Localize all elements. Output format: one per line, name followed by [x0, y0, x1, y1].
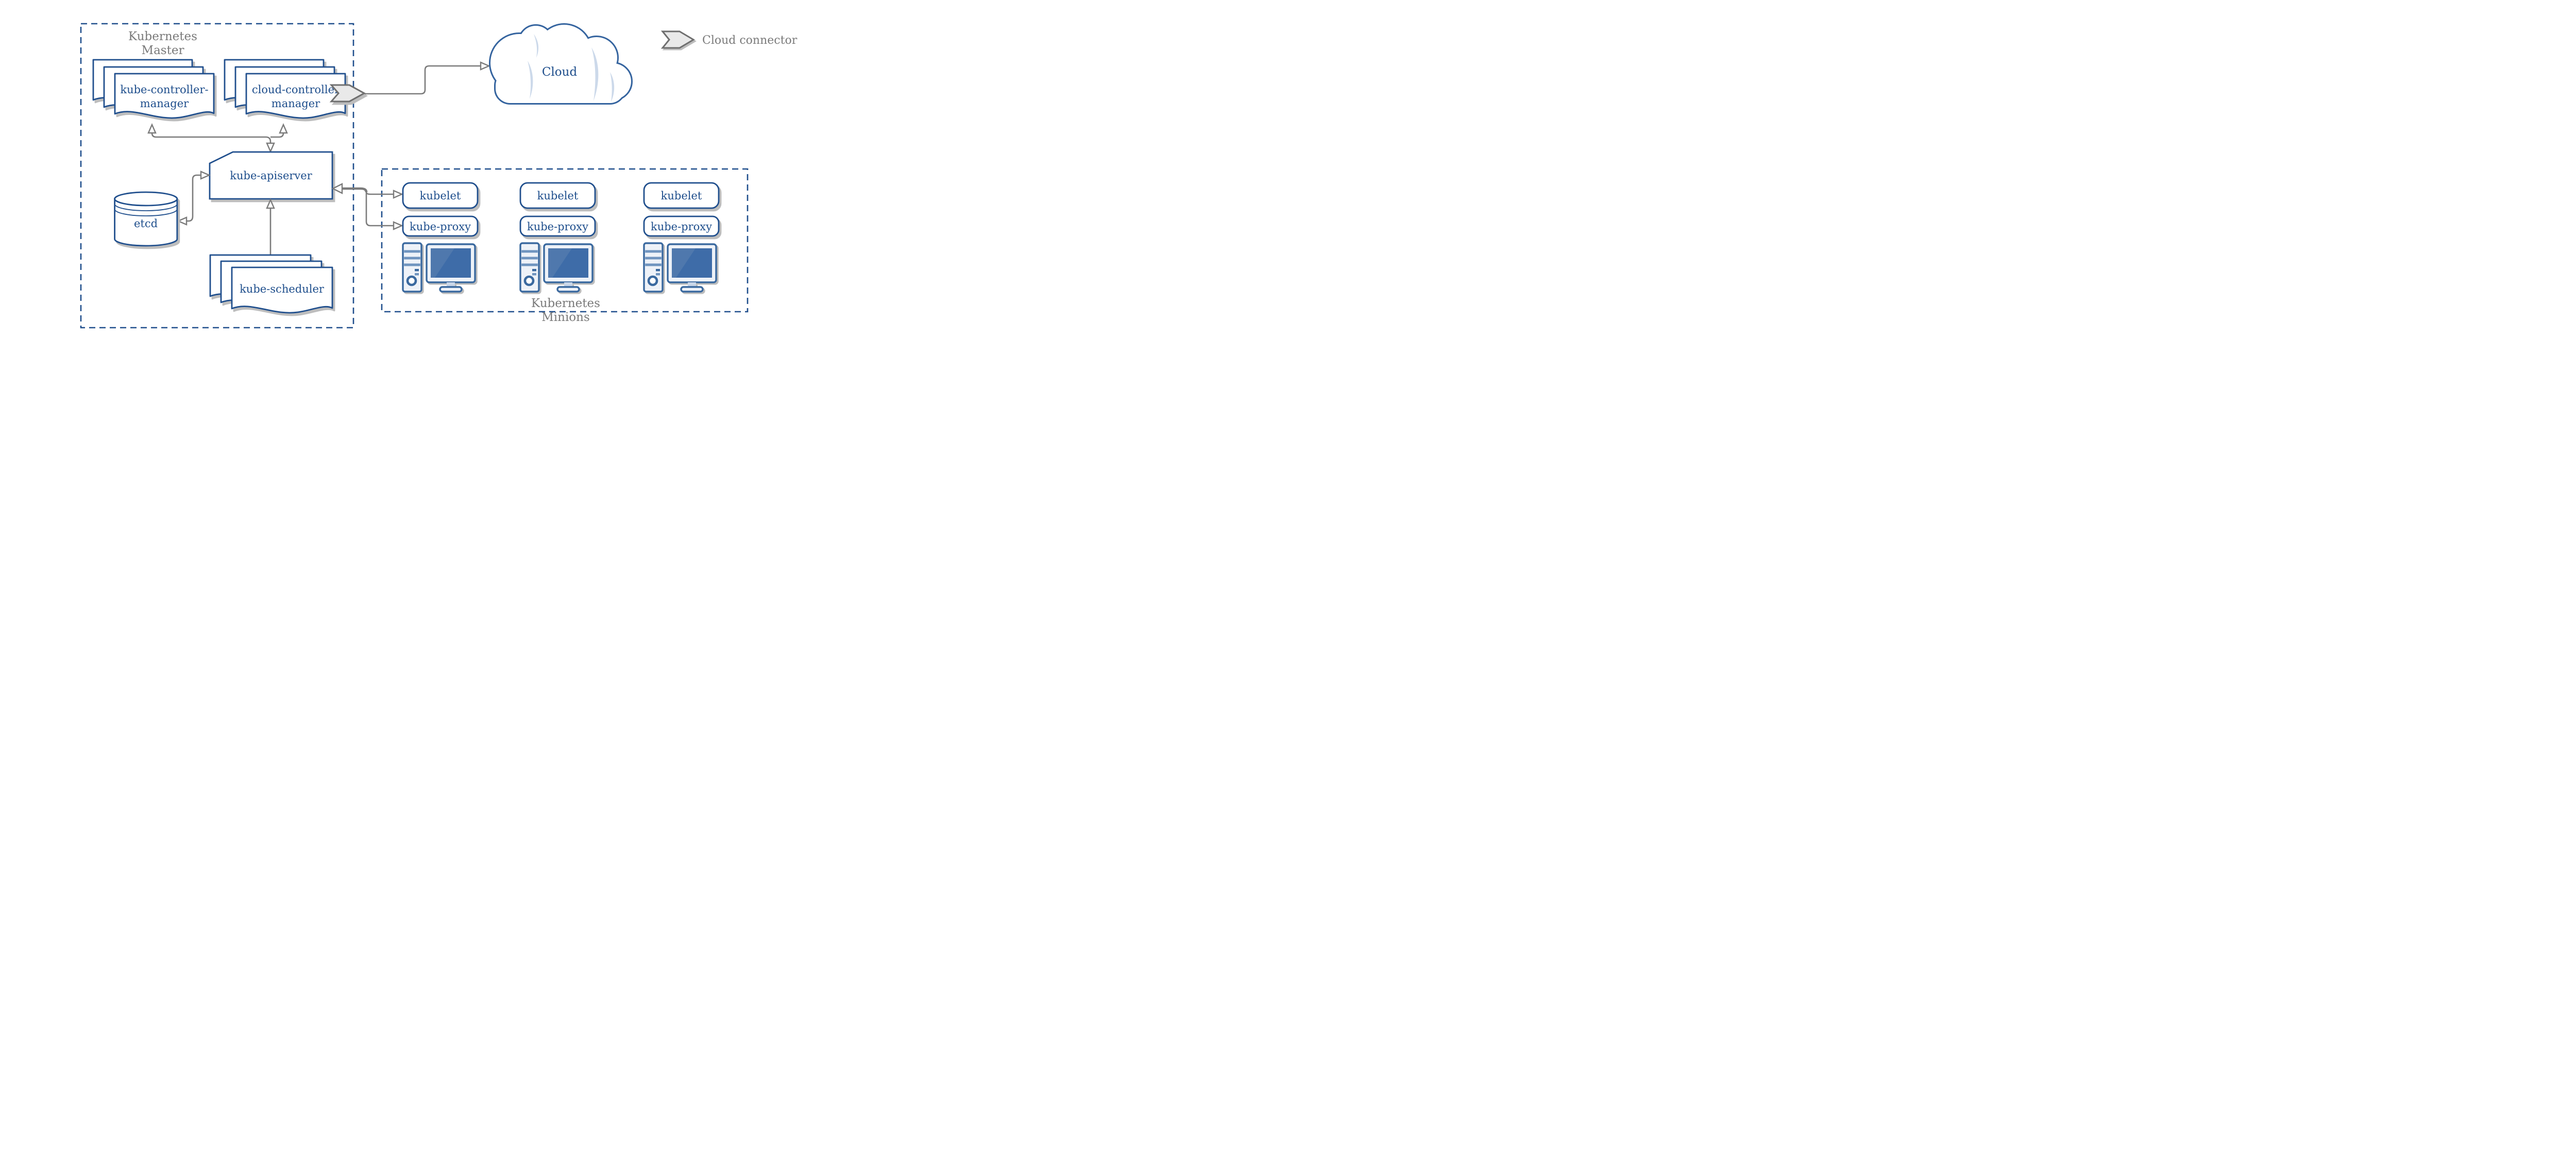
arrow-to-cloud — [365, 61, 490, 95]
kube-scheduler-label: kube-scheduler — [240, 283, 325, 295]
kube-scheduler-node: kube-scheduler — [209, 254, 333, 314]
arrow-controllers-apiserver — [147, 123, 288, 153]
arrow-to-kubelet — [365, 192, 394, 195]
arrowhead-right-kubelet — [393, 190, 403, 199]
cloud-shape: Cloud — [489, 23, 633, 105]
minions-label-line2: Minions — [541, 311, 590, 324]
kube-controller-manager-node: kube-controller- manager — [92, 59, 215, 119]
cloud-crescent-icon — [610, 72, 615, 102]
minion-node-1: kubelet kube-proxy — [402, 182, 479, 292]
minions-label-line1: Kubernetes — [531, 297, 600, 310]
kube-apiserver-label: kube-apiserver — [230, 169, 312, 182]
cloud-controller-manager-label-line1: cloud-controller — [252, 83, 340, 96]
cloud-connector-legend-icon — [660, 30, 695, 49]
cloud-controller-manager-node: cloud-controller manager — [224, 59, 346, 119]
minion-2-kubelet — [519, 182, 596, 209]
kubernetes-master-label: Kubernetes Master — [128, 30, 197, 57]
arrowhead-up-kube-controller — [147, 123, 157, 134]
arrow-to-kube-proxy — [365, 192, 394, 227]
minion-2-kube-proxy-label: kube-proxy — [527, 221, 588, 233]
minion-3-kubelet-label: kubelet — [661, 190, 702, 202]
minion-1-kubelet-label: kubelet — [420, 190, 461, 202]
arrowhead-left-etcd — [177, 216, 188, 226]
minion-node-3: kubelet kube-proxy — [643, 182, 720, 292]
kubernetes-architecture-diagram: Kubernetes Master kube-controller- manag… — [0, 0, 800, 346]
arrowhead-right-kube-proxy — [393, 221, 403, 230]
minion-1-computer-icon — [403, 243, 475, 292]
kubernetes-minions-label: Kubernetes Minions — [531, 297, 600, 324]
minion-2-computer-icon — [520, 243, 592, 292]
minion-1-kubelet — [402, 182, 479, 209]
minion-2-kube-proxy — [519, 215, 596, 237]
cloud-connector-legend: Cloud connector — [660, 30, 798, 49]
master-label-line2: Master — [142, 44, 184, 57]
minion-3-kubelet — [643, 182, 720, 209]
arrowhead-down-apiserver — [266, 142, 275, 153]
kube-controller-manager-label-line2: manager — [140, 97, 189, 110]
minion-1-kube-proxy-label: kube-proxy — [410, 221, 471, 233]
etcd-label: etcd — [134, 217, 158, 230]
cloud-crescent-icon — [534, 34, 539, 58]
arrowhead-up-apiserver — [266, 198, 275, 209]
cloud-label: Cloud — [542, 65, 578, 79]
cloud-connector-icon — [329, 84, 366, 103]
etcd-node: etcd — [114, 191, 178, 247]
cloud-controller-manager-label-line2: manager — [272, 97, 320, 110]
cloud-crescent-icon — [528, 61, 533, 99]
master-label-line1: Kubernetes — [128, 30, 197, 43]
minion-2-kubelet-label: kubelet — [537, 190, 579, 202]
kube-controller-manager-label-line1: kube-controller- — [120, 83, 208, 96]
arrow-apiserver-etcd — [177, 171, 211, 226]
kube-apiserver-node: kube-apiserver — [209, 151, 333, 200]
cloud-connector-legend-label: Cloud connector — [702, 34, 798, 47]
kubernetes-minions-boundary — [381, 168, 749, 313]
minion-3-kube-proxy — [643, 215, 720, 237]
arrowhead-right-apiserver — [200, 171, 211, 180]
cloud-crescent-icon — [591, 47, 599, 101]
kubernetes-master-boundary — [80, 23, 354, 329]
arrowhead-left-apiserver — [331, 183, 343, 194]
minion-node-2: kubelet kube-proxy — [519, 182, 596, 292]
minion-3-computer-icon — [644, 243, 716, 292]
arrow-apiserver-minions — [331, 183, 403, 230]
minion-3-kube-proxy-label: kube-proxy — [651, 221, 712, 233]
arrowhead-right-cloud — [480, 61, 490, 71]
arrowhead-up-cloud-controller — [279, 123, 288, 134]
minion-1-kube-proxy — [402, 215, 479, 237]
